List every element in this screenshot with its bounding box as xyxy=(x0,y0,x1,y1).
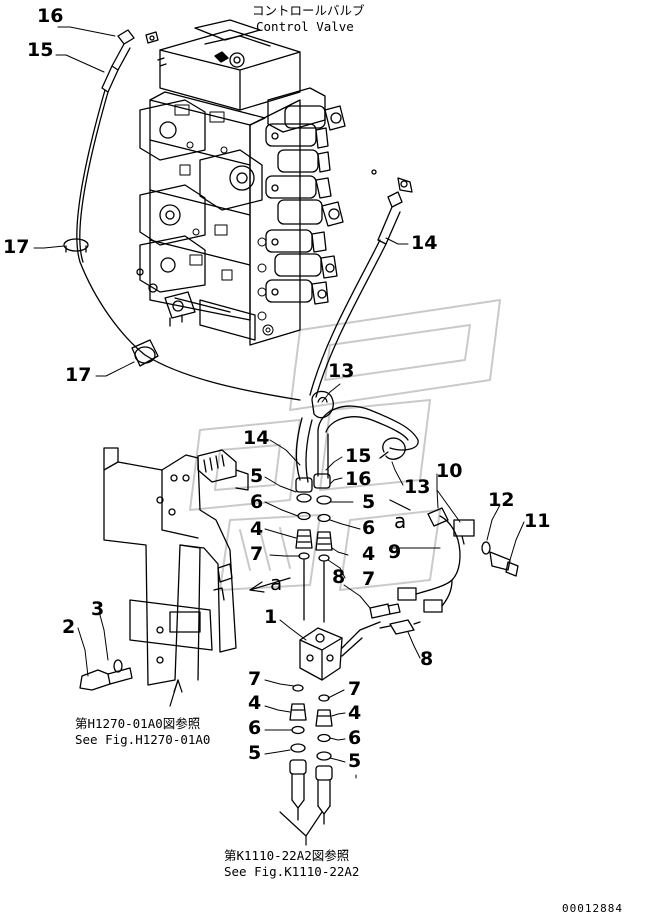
callout-17-upper: 17 xyxy=(3,236,30,258)
callout-15-top: 15 xyxy=(27,39,54,61)
callout-7-upper-right: 7 xyxy=(362,568,376,590)
watermark xyxy=(189,299,501,591)
hose-upper-right xyxy=(309,169,413,398)
callout-7-lower-left: 7 xyxy=(248,668,262,690)
callout-4-lower-left: 4 xyxy=(248,692,262,714)
ref-h1270-en: See Fig.H1270-01A0 xyxy=(75,732,211,747)
clamp-13 xyxy=(311,390,334,419)
callout-6-lower-left: 6 xyxy=(248,717,262,739)
bolt-2-washer-3 xyxy=(79,659,133,691)
callout-9: 9 xyxy=(388,541,402,563)
callout-4-upper-left: 4 xyxy=(250,518,264,540)
callout-16-lower: 16 xyxy=(345,468,372,490)
ref-h1270-jp: 第H1270-01A0図参照 xyxy=(75,716,201,731)
callout-5-upper-left: 5 xyxy=(250,465,264,487)
callout-11: 11 xyxy=(524,510,551,532)
hose-lower xyxy=(295,405,419,493)
ref-k1110-en: See Fig.K1110-22A2 xyxy=(224,864,360,879)
title-japanese: コントロールバルブ xyxy=(252,3,365,18)
callout-2: 2 xyxy=(62,616,76,638)
sensor-harness xyxy=(369,507,519,635)
view-marker-a-left: a xyxy=(270,571,283,595)
callout-4-upper-right: 4 xyxy=(362,543,376,565)
callout-13-upper: 13 xyxy=(328,360,355,382)
callout-17-lower: 17 xyxy=(65,364,92,386)
fitting-stack-lower xyxy=(289,684,333,825)
callout-5-lower-left: 5 xyxy=(248,742,262,764)
callout-12: 12 xyxy=(488,489,515,511)
document-number: 00012884 xyxy=(562,902,623,915)
callout-5-lower-right: 5 xyxy=(348,750,362,772)
reference-arrows xyxy=(169,499,411,846)
leader-lines xyxy=(33,26,525,763)
callout-8-lower: 8 xyxy=(420,648,434,670)
callout-16-top: 16 xyxy=(37,5,64,27)
callout-1: 1 xyxy=(264,606,278,628)
view-marker-a-right: a xyxy=(394,509,407,533)
ref-k1110-jp: 第K1110-22A2図参照 xyxy=(224,848,350,863)
callout-5-upper-right: 5 xyxy=(362,491,376,513)
bracket-plate xyxy=(103,447,249,686)
title-english: Control Valve xyxy=(256,19,354,34)
hose-upper-left xyxy=(63,29,301,401)
callout-15-lower: 15 xyxy=(345,445,372,467)
callout-7-lower-right: 7 xyxy=(348,678,362,700)
fitting-stack-upper xyxy=(295,493,333,623)
callout-10: 10 xyxy=(436,460,463,482)
control-valve-illustration xyxy=(136,19,346,346)
callout-6-upper-left: 6 xyxy=(250,491,264,513)
callout-3: 3 xyxy=(91,598,105,620)
callout-8-upper: 8 xyxy=(332,566,346,588)
callout-7-upper-left: 7 xyxy=(250,543,264,565)
callout-14-lower: 14 xyxy=(243,427,270,449)
callout-13-lower: 13 xyxy=(404,476,431,498)
callout-6-upper-right: 6 xyxy=(362,517,376,539)
callout-14-upper: 14 xyxy=(411,232,438,254)
callout-6-lower-right: 6 xyxy=(348,727,362,749)
callout-4-lower-right: 4 xyxy=(348,702,362,724)
block-1 xyxy=(299,621,381,681)
